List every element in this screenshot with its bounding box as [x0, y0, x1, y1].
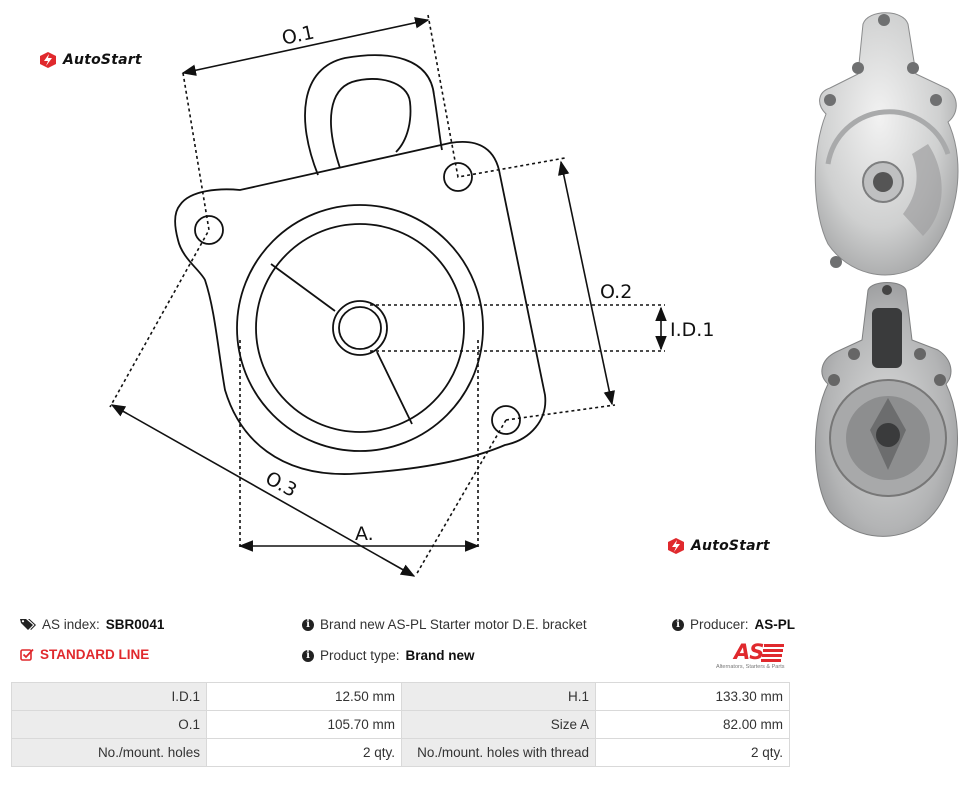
specs-table: I.D.1 12.50 mm H.1 133.30 mm O.1 105.70 … [11, 682, 790, 767]
producer-value: AS-PL [754, 617, 796, 632]
center-hole-outer [332, 300, 388, 356]
spec-value: 12.50 mm [206, 682, 402, 711]
spec-value: 105.70 mm [206, 710, 402, 739]
product-type-label: Product type: [320, 648, 400, 663]
description-row: i Brand new AS-PL Starter motor D.E. bra… [302, 617, 587, 632]
spec-label: Size A [401, 710, 596, 739]
label-a: A. [355, 523, 374, 545]
label-id1: I.D.1 [670, 319, 714, 341]
info-icon: i [302, 649, 314, 662]
info-icon: i [672, 618, 684, 631]
center-hole-inner [338, 306, 382, 350]
product-type-row: i Product type: Brand new [302, 648, 475, 663]
product-line-row: STANDARD LINE [20, 647, 149, 662]
dimension-line-o3 [110, 404, 416, 577]
mount-hole-top-right [443, 162, 473, 192]
table-row: No./mount. holes 2 qty. No./mount. holes… [11, 738, 790, 767]
autostart-logo-icon [668, 538, 684, 554]
bracket-photo-front [814, 12, 959, 276]
spec-label: I.D.1 [11, 682, 207, 711]
table-row: O.1 105.70 mm Size A 82.00 mm [11, 710, 790, 739]
info-icon: i [302, 618, 314, 631]
as-index-row: AS index: SBR0041 [20, 617, 164, 632]
autostart-logo-icon [40, 52, 56, 68]
product-type-value: Brand new [405, 648, 475, 663]
label-o2: O.2 [600, 281, 632, 303]
dimension-line-o2 [558, 160, 615, 406]
producer-row: i Producer: AS-PL [672, 617, 795, 632]
checkbox-checked-icon [20, 648, 34, 661]
product-description: Brand new AS-PL Starter motor D.E. brack… [320, 617, 587, 632]
spec-label: No./mount. holes with thread [401, 738, 596, 767]
tags-icon [20, 619, 36, 630]
label-o3: O.3 [262, 467, 301, 502]
mount-hole-left [194, 215, 224, 245]
as-pl-logo-mark: AS [734, 640, 764, 664]
autostart-logo-text: AutoStart [63, 52, 142, 68]
dimension-line-o1 [181, 17, 430, 76]
as-pl-logo-tagline: Alternators, Starters & Parts [716, 664, 785, 670]
top-lug-inner [330, 78, 412, 169]
bracket-photo-back [815, 282, 958, 537]
top-lug-outline [304, 54, 443, 176]
spec-value: 2 qty. [206, 738, 402, 767]
bore-inner [255, 223, 465, 433]
as-pl-logo-bars [761, 644, 784, 662]
cutout-segment [270, 263, 413, 425]
technical-drawing: O.1 O.2 O.3 A. I.D.1 [109, 14, 714, 577]
autostart-logo-bottom: AutoStart [666, 537, 770, 555]
spec-label: O.1 [11, 710, 207, 739]
spec-label: H.1 [401, 682, 596, 711]
product-line-label: STANDARD LINE [40, 647, 150, 662]
bore-outer [236, 204, 484, 452]
as-index-value: SBR0041 [105, 617, 165, 632]
spec-value: 2 qty. [595, 738, 790, 767]
producer-label: Producer: [690, 617, 749, 632]
as-pl-logo: AS Alternators, Starters & Parts [716, 640, 790, 672]
flange-outline [174, 141, 547, 475]
autostart-logo-text: AutoStart [691, 538, 770, 554]
mount-hole-bottom-right [491, 405, 521, 435]
autostart-logo-top: AutoStart [38, 51, 142, 69]
table-row: I.D.1 12.50 mm H.1 133.30 mm [11, 682, 790, 711]
as-index-label: AS index: [42, 617, 100, 632]
spec-value: 133.30 mm [595, 682, 790, 711]
spec-label: No./mount. holes [11, 738, 207, 767]
spec-value: 82.00 mm [595, 710, 790, 739]
